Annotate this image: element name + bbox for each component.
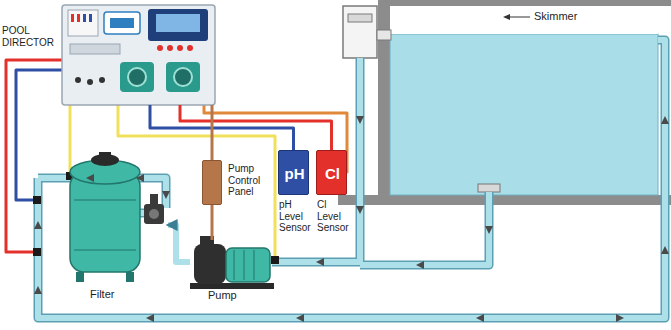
flow-arrow xyxy=(162,191,170,199)
part-label: Skimmer xyxy=(534,10,577,22)
pool-floor xyxy=(338,195,671,205)
flow-arrow xyxy=(34,286,42,294)
skimmer-body xyxy=(343,6,377,58)
skimmer-pointer-head xyxy=(503,14,510,20)
skimmer-lid xyxy=(348,14,372,22)
pump-illustration xyxy=(190,236,274,289)
wire-connector xyxy=(211,105,214,160)
flow-arrow xyxy=(356,206,364,214)
sensor-symbol: pH xyxy=(279,151,310,196)
flow-arrow xyxy=(34,221,42,229)
flow-arrow xyxy=(136,174,144,182)
pool-director: POOL DIRECTOR xyxy=(62,5,215,105)
sensor-label: pH Level Sensor xyxy=(279,199,315,234)
wire-connector xyxy=(211,205,214,240)
flow-arrow xyxy=(476,314,484,322)
node-title: POOL DIRECTOR xyxy=(2,25,58,48)
sensor-symbol: Cl xyxy=(317,151,348,196)
ph-sensor: pHpH Level Sensor xyxy=(278,150,309,195)
pool-air xyxy=(390,6,658,34)
part-name: Filter xyxy=(90,288,140,301)
flow-arrow xyxy=(146,314,154,322)
flow-arrow xyxy=(356,116,364,124)
pipe xyxy=(38,40,665,318)
flow-arrow xyxy=(616,314,624,322)
wire-connector xyxy=(150,105,294,150)
part-name: Pump xyxy=(208,289,258,302)
skimmer-mouth xyxy=(377,30,391,40)
flow-arrow xyxy=(296,314,304,322)
flow-arrow xyxy=(661,246,669,254)
flow-arrow xyxy=(86,174,94,182)
pool-wall xyxy=(378,0,390,205)
sensor-label: Cl Level Sensor xyxy=(317,199,353,234)
flow-arrow xyxy=(485,226,493,234)
panel-label: Pump Control Panel xyxy=(228,163,274,198)
pool-deck xyxy=(378,0,671,6)
filter-illustration xyxy=(70,152,164,282)
pump-control-panel: Pump Control Panel xyxy=(202,160,222,205)
pool-director-panel xyxy=(62,5,215,105)
wire-connector xyxy=(180,105,332,150)
flow-arrow xyxy=(416,261,424,269)
filter: Filter xyxy=(60,150,168,286)
pipe-connector xyxy=(168,225,190,262)
pool-water xyxy=(390,34,658,195)
main-drain xyxy=(478,184,500,192)
pump: Pump xyxy=(190,240,270,288)
pipe-outline xyxy=(38,40,665,318)
flow-arrow xyxy=(316,258,324,266)
flow-arrows xyxy=(34,116,669,322)
cl-sensor: ClCl Level Sensor xyxy=(316,150,347,195)
flow-arrow xyxy=(661,116,669,124)
